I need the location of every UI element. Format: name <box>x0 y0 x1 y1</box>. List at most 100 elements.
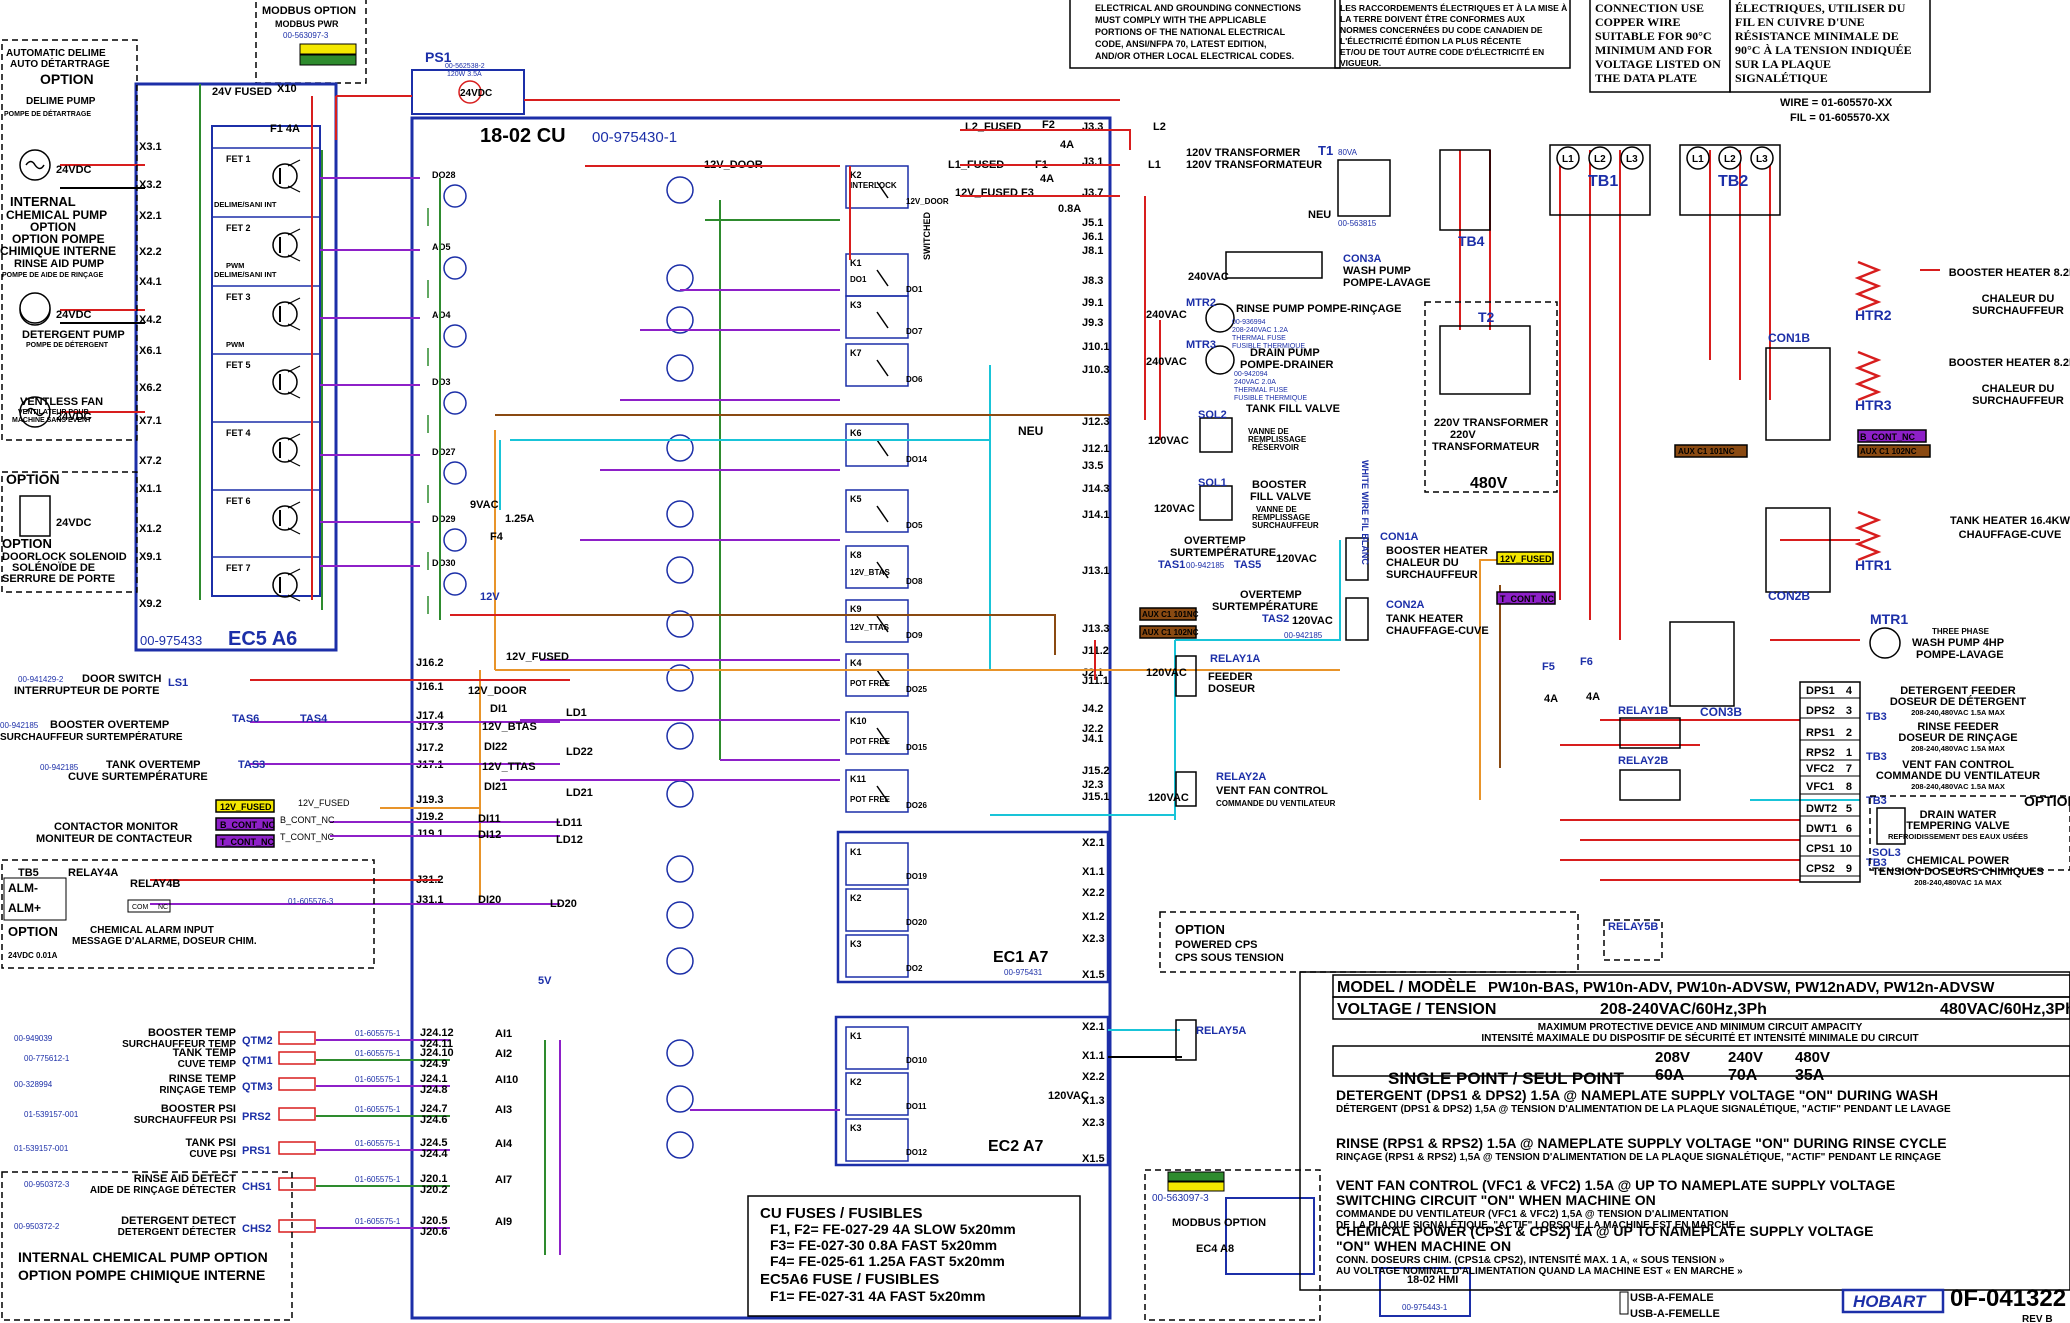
sensor-icon <box>278 1031 316 1045</box>
contactor-label: CON3A <box>1343 253 1382 265</box>
tas-part: 00-942185 <box>1284 631 1323 640</box>
load-sub: RÉSERVOIR <box>1252 443 1299 452</box>
ai-label: AI2 <box>495 1048 512 1060</box>
contactor-icon <box>1765 347 1831 441</box>
fuses-title: CU FUSES / FUSIBLES <box>760 1205 923 1222</box>
cu-right-pin: J15.1 <box>1082 791 1110 803</box>
internal-chem-line1: INTERNAL CHEMICAL PUMP OPTION <box>18 1249 268 1265</box>
relay-box <box>845 423 909 467</box>
ps1-output: 24VDC <box>460 88 492 99</box>
note-fr: DÉTERGENT (DPS1 & DPS2) 1,5A @ TENSION D… <box>1336 1102 1951 1115</box>
pump-motor-icon <box>1205 345 1235 375</box>
input-sub: CUVE SURTEMPÉRATURE <box>68 770 208 783</box>
ec5-pin-label: X6.1 <box>139 345 162 357</box>
ps1-part: 00-562538-2 <box>445 63 485 70</box>
rev-label: REV B <box>2022 1314 2053 1323</box>
tb3-sub: DOSEUR DE RINÇAGE <box>1898 732 2017 744</box>
notice-en-line: CODE, ANSI/NFPA 70, LATEST EDITION, <box>1095 39 1267 49</box>
tb3-rate: 208-240,480VAC 1.5A MAX <box>1911 744 2005 753</box>
note-fr: RINÇAGE (RPS1 & RPS2) 1,5A @ TENSION D'A… <box>1336 1150 1941 1163</box>
do-label: DO3 <box>432 377 451 387</box>
analog-pin: J24.9 <box>420 1058 448 1070</box>
aux-tag <box>1674 444 1748 458</box>
modbus-bottom-label: MODBUS OPTION <box>1172 1217 1266 1229</box>
input-sub: INTERRUPTEUR DE PORTE <box>14 685 159 697</box>
pump-motor-icon <box>1205 303 1235 333</box>
switched-label: SWITCHED <box>922 212 932 260</box>
transistor-icon <box>666 664 694 692</box>
motor-label: MTR3 <box>1186 339 1216 351</box>
analog-label: TANK TEMP <box>173 1047 236 1059</box>
load-sub: REMPLISSAGE <box>1248 435 1307 444</box>
analog-part: 00-328994 <box>14 1080 53 1089</box>
wire-en-line: COPPER WIRE <box>1595 15 1680 29</box>
relay-label: K5 <box>850 494 862 504</box>
wire-en-line: THE DATA PLATE <box>1595 71 1697 85</box>
analog-sub: RINÇAGE TEMP <box>159 1085 236 1096</box>
analog-pin: J20.2 <box>420 1184 448 1196</box>
fil-number: FIL = 01-605570-XX <box>1790 112 1890 124</box>
transformer-icon <box>1439 325 1531 395</box>
analog-label: RINSE TEMP <box>169 1073 236 1085</box>
analog-pin: J20.1 <box>420 1173 448 1185</box>
single-point-label: SINGLE POINT / SEUL POINT <box>1388 1069 1624 1088</box>
input-device: LS1 <box>168 677 188 689</box>
ai-label: AI4 <box>495 1138 513 1150</box>
load-sub: 120V TRANSFORMATEUR <box>1186 159 1322 171</box>
fet-label: FET 3 <box>226 292 251 302</box>
tb3-pin: 2 <box>1846 727 1852 739</box>
modbus-bottom-part: 00-563097-3 <box>1152 1193 1209 1204</box>
ec-pin-label: X2.3 <box>1082 933 1105 945</box>
tb2-label: TB2 <box>1718 173 1748 190</box>
note-en2: SWITCHING CIRCUIT "ON" WHEN MACHINE ON <box>1336 1192 1656 1208</box>
analog-pin: J24.8 <box>420 1084 448 1096</box>
load-title: DETERGENT PUMP <box>22 329 125 341</box>
load-title: OPTION <box>30 220 76 234</box>
chemical-alarm-block: TB5 RELAY4A ALM- ALM+ RELAY4B COM NC 01-… <box>1 859 577 969</box>
ec5-pin-label: X7.1 <box>139 415 162 427</box>
load-sub: AUTO DÉTARTRAGE <box>10 57 110 70</box>
analog-device: QTM3 <box>242 1081 273 1093</box>
aux-tag <box>1139 607 1197 621</box>
analog-pin: J24.1 <box>420 1073 448 1085</box>
do-label: AO5 <box>432 242 451 252</box>
tas-part: 00-942185 <box>1186 561 1225 570</box>
modbus-option-top: MODBUS OPTION MODBUS PWR 00-563097-3 <box>255 0 367 84</box>
modbus-option-label: MODBUS OPTION <box>262 5 356 17</box>
relay-box <box>845 769 909 813</box>
ld20-label: LD20 <box>550 898 577 910</box>
l2-label: L2 <box>1153 121 1166 133</box>
relay-do-label: DO12 <box>906 1148 927 1157</box>
tb3-pin: 8 <box>1846 781 1852 793</box>
contactor-label: CON3B <box>1700 705 1742 719</box>
option-frame <box>1 39 138 441</box>
voltage-row <box>1332 996 2070 1020</box>
load-sub: SURTEMPÉRATURE <box>1212 600 1318 613</box>
wire-label: T_CONT_NC <box>280 832 335 842</box>
heater-sub: CHALEUR DU <box>1982 293 2055 305</box>
ec5-pin-label: X6.2 <box>139 382 162 394</box>
transistor-icon <box>666 1131 694 1159</box>
load-label: RINSE PUMP POMPE-RINÇAGE <box>1236 303 1401 315</box>
amp-value: 60A <box>1655 1067 1685 1084</box>
notice-fr-line: NORMES CONCERNÉES DU CODE CANADIEN DE <box>1340 25 1543 35</box>
load-title: OPTION POMPE <box>12 232 105 246</box>
mosfet-lead <box>287 433 301 441</box>
relay-do-label: DO2 <box>906 964 923 973</box>
transistor-icon <box>666 306 694 334</box>
notice-en: ELECTRICAL AND GROUNDING CONNECTIONS MUS… <box>1069 0 1341 69</box>
tb3-title: RINSE FEEDER <box>1917 721 1998 733</box>
mosfet-lead <box>287 594 301 602</box>
load-sub: CHALEUR DU <box>1386 557 1459 569</box>
wire-part: 01-605575-1 <box>355 1105 401 1114</box>
heater-label: HTR1 <box>1855 557 1892 573</box>
12v-label: 12V <box>480 591 500 603</box>
solenoid-label: SOL1 <box>1198 477 1227 489</box>
load-label: BOOSTER HEATER <box>1386 545 1488 557</box>
tb3-device: DPS2 <box>1806 705 1835 717</box>
relay-box <box>845 888 909 932</box>
cu-fuses-box: CU FUSES / FUSIBLES F1, F2= FE-027-29 4A… <box>747 1195 1081 1317</box>
relay-coil <box>1175 655 1197 697</box>
analog-part: 00-950372-2 <box>14 1222 60 1231</box>
